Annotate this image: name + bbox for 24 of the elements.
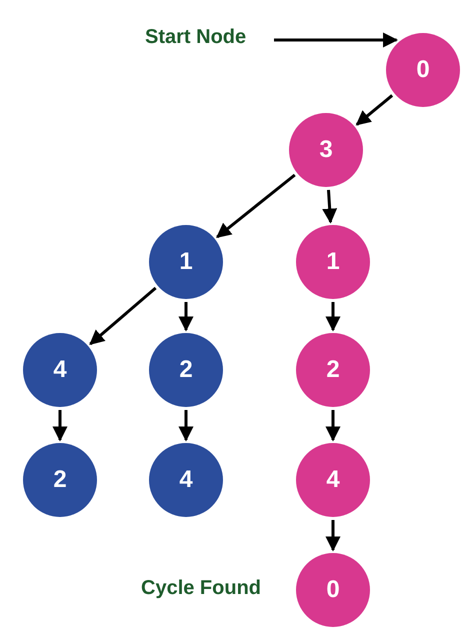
arrow [89,286,157,346]
node-circle: 0 [296,553,370,627]
node-circle: 4 [23,333,97,407]
node-circle: 3 [289,113,363,187]
arrow [274,32,398,48]
arrow [52,410,68,442]
node-circle: 2 [23,443,97,517]
node-circle: 4 [296,443,370,517]
node-circle: 0 [386,33,460,107]
arrow [326,520,340,552]
node-circle: 2 [296,333,370,407]
node-circle: 2 [149,333,223,407]
arrow [326,410,340,442]
arrow [178,410,194,442]
node-label: Start Node [145,26,246,49]
arrow [326,302,340,332]
arrow [322,190,338,224]
node-circle: 4 [149,443,223,517]
arrow [216,174,296,238]
arrow [178,302,194,332]
node-circle: 1 [296,225,370,299]
caption-text: Cycle Found [141,577,262,600]
arrow [356,94,394,126]
node-circle: 1 [149,225,223,299]
